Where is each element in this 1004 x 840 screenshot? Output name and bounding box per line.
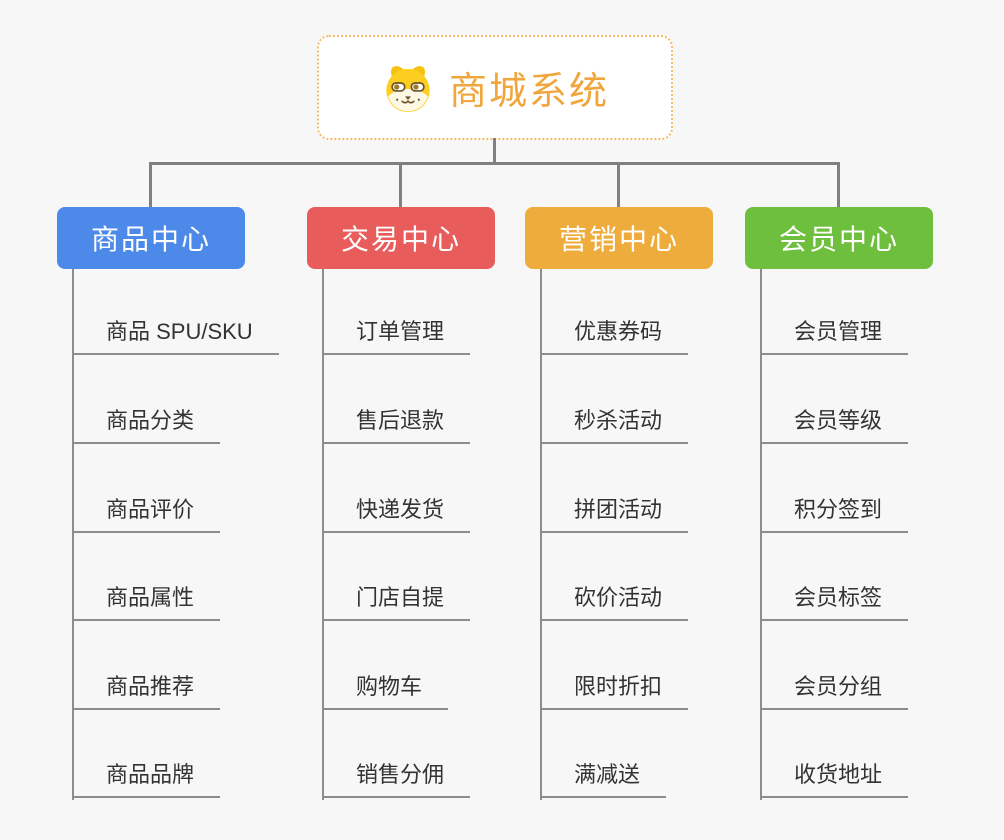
- leaf-node[interactable]: 商品分类: [72, 406, 221, 444]
- connector-drop: [617, 162, 620, 208]
- branch-node-products[interactable]: 商品中心: [57, 207, 245, 269]
- leaf-node[interactable]: 商品评价: [72, 495, 221, 533]
- leaf-node[interactable]: 秒杀活动: [540, 406, 689, 444]
- branch-trunk-line: [72, 269, 74, 800]
- leaf-node[interactable]: 商品推荐: [72, 672, 221, 710]
- leaf-node[interactable]: 限时折扣: [540, 672, 689, 710]
- leaf-node[interactable]: 拼团活动: [540, 495, 689, 533]
- root-title: 商城系统: [448, 71, 609, 113]
- leaf-node[interactable]: 销售分佣: [322, 760, 471, 798]
- shiba-dog-icon: [386, 65, 430, 112]
- leaf-node[interactable]: 会员管理: [760, 317, 909, 355]
- branch-trunk-line: [760, 269, 762, 800]
- leaf-node[interactable]: 砍价活动: [540, 583, 689, 621]
- root-node[interactable]: 商城系统: [317, 35, 673, 140]
- connector-root-vertical: [493, 138, 496, 164]
- leaf-node[interactable]: 会员分组: [760, 672, 909, 710]
- leaf-node[interactable]: 商品属性: [72, 583, 221, 621]
- leaf-node[interactable]: 购物车: [322, 672, 449, 710]
- leaf-node[interactable]: 门店自提: [322, 583, 471, 621]
- branch-node-trade[interactable]: 交易中心: [307, 207, 495, 269]
- branch-trunk-line: [322, 269, 324, 800]
- branch-node-members[interactable]: 会员中心: [745, 207, 933, 269]
- leaf-node[interactable]: 积分签到: [760, 495, 909, 533]
- leaf-node[interactable]: 会员等级: [760, 406, 909, 444]
- leaf-node[interactable]: 满减送: [540, 760, 667, 798]
- leaf-node[interactable]: 售后退款: [322, 406, 471, 444]
- connector-horizontal: [150, 162, 840, 165]
- connector-drop: [837, 162, 840, 208]
- leaf-node[interactable]: 快递发货: [322, 495, 471, 533]
- leaf-node[interactable]: 订单管理: [322, 317, 471, 355]
- leaf-node[interactable]: 会员标签: [760, 583, 909, 621]
- connector-drop: [149, 162, 152, 208]
- leaf-node[interactable]: 收货地址: [760, 760, 909, 798]
- branch-node-marketing[interactable]: 营销中心: [525, 207, 713, 269]
- leaf-node[interactable]: 商品品牌: [72, 760, 221, 798]
- connector-drop: [399, 162, 402, 208]
- leaf-node[interactable]: 优惠券码: [540, 317, 689, 355]
- leaf-node[interactable]: 商品 SPU/SKU: [72, 317, 279, 355]
- branch-trunk-line: [540, 269, 542, 800]
